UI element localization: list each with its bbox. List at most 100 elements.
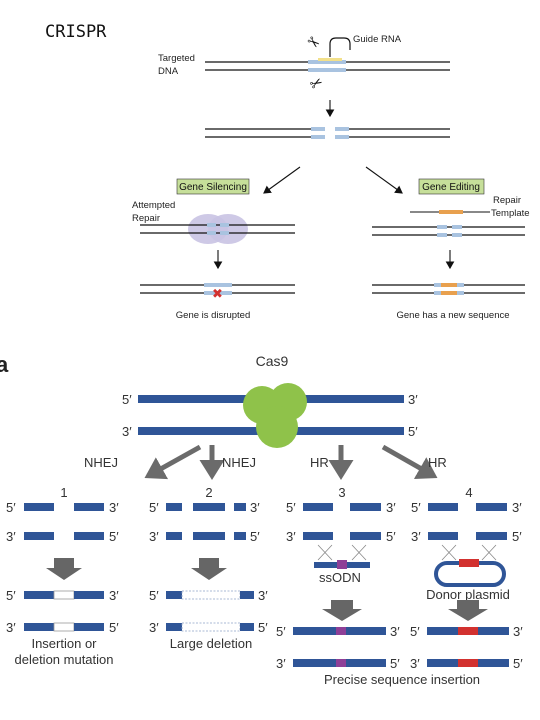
editing-dna — [372, 225, 525, 237]
gene-new-sequence-label: Gene has a new sequence — [396, 310, 509, 321]
three-prime-label: 3′ — [512, 500, 522, 515]
svg-text:✖: ✖ — [212, 287, 223, 302]
plasmid-crossover — [441, 544, 497, 561]
scissors-icon: ✂ — [303, 32, 324, 54]
pathway-arrow-1 — [144, 444, 202, 480]
three-prime-label: 3′ — [122, 424, 132, 439]
column-3-cut-dna: 5′ 3′ 3′ 5′ — [286, 500, 396, 544]
three-prime-label: 3′ — [408, 392, 418, 407]
five-prime-label: 5′ — [408, 424, 418, 439]
three-prime-label: 3′ — [109, 500, 119, 515]
insertion-deletion-line1: Insertion or — [31, 636, 97, 651]
three-prime-label: 3′ — [411, 529, 421, 544]
svg-text:✂: ✂ — [306, 72, 326, 94]
pathway-label-1: NHEJ — [84, 455, 118, 470]
five-prime-label: 5′ — [258, 620, 268, 635]
five-prime-label: 5′ — [109, 529, 119, 544]
column-2-cut-dna: 5′ 3′ 3′ 5′ — [149, 500, 260, 544]
down-arrow — [448, 600, 488, 621]
five-prime-label: 5′ — [512, 529, 522, 544]
three-prime-label: 3′ — [286, 529, 296, 544]
pathway-arrow-4 — [381, 444, 438, 479]
gene-editing-label: Gene Editing — [422, 182, 480, 193]
pathway-label-2: NHEJ — [222, 455, 256, 470]
edited-dna — [372, 283, 525, 295]
column-4-repaired-dna: 5′ 3′ 3′ 5′ — [410, 624, 523, 671]
cas9-label: Cas9 — [256, 353, 289, 369]
targeted-dna-label-line2: DNA — [158, 66, 179, 77]
five-prime-label: 5′ — [286, 500, 296, 515]
pathway-label-4: HR — [428, 455, 447, 470]
repair-template-line1: Repair — [493, 195, 521, 206]
three-prime-label: 3′ — [276, 656, 286, 671]
five-prime-label: 5′ — [390, 656, 400, 671]
panel-letter: a — [0, 352, 9, 377]
repair-template-strand — [410, 210, 490, 214]
three-prime-label: 3′ — [250, 500, 260, 515]
five-prime-label: 5′ — [411, 500, 421, 515]
column-number-2: 2 — [205, 485, 212, 500]
bottom-panel: a Cas9 5′ 3′ 3′ 5′ NHEJ NHEJ HR HR 1 2 3… — [0, 352, 523, 687]
five-prime-label: 5′ — [149, 588, 159, 603]
three-prime-label: 3′ — [149, 529, 159, 544]
five-prime-label: 5′ — [513, 656, 523, 671]
guide-rna-label: Guide RNA — [353, 34, 402, 45]
three-prime-label: 3′ — [386, 500, 396, 515]
arrow-to-silencing — [263, 166, 301, 194]
ssodn-label: ssODN — [319, 570, 361, 585]
top-panel: CRISPR Targeted DNA Guide RNA ✂ ✂ — [45, 22, 530, 321]
disrupted-dna: ✖ — [140, 283, 295, 302]
insertion-deletion-line2: deletion mutation — [14, 652, 113, 667]
three-prime-label: 3′ — [149, 620, 159, 635]
three-prime-label: 3′ — [390, 624, 400, 639]
five-prime-label: 5′ — [276, 624, 286, 639]
repair-complex-cloud — [188, 214, 248, 244]
attempted-repair-line2: Repair — [132, 213, 160, 224]
five-prime-label: 5′ — [250, 529, 260, 544]
five-prime-label: 5′ — [410, 624, 420, 639]
cut-dna — [205, 127, 450, 139]
three-prime-label: 3′ — [6, 529, 16, 544]
precise-insertion-label: Precise sequence insertion — [324, 672, 480, 687]
gene-editing-box — [418, 178, 485, 195]
donor-plasmid — [434, 559, 506, 587]
pathway-label-3: HR — [310, 455, 329, 470]
repair-template-line2: Template — [491, 208, 530, 219]
column-number-3: 3 — [338, 485, 345, 500]
down-arrow — [46, 558, 82, 580]
column-number-4: 4 — [465, 485, 472, 500]
guide-rna-hairpin — [329, 37, 351, 57]
five-prime-label: 5′ — [6, 500, 16, 515]
silencing-dna — [140, 223, 295, 235]
column-number-1: 1 — [60, 485, 67, 500]
ssodn-crossover — [317, 544, 367, 561]
five-prime-label: 5′ — [109, 620, 119, 635]
crispr-title: CRISPR — [45, 22, 107, 42]
cas9-protein — [243, 383, 307, 448]
five-prime-label: 5′ — [122, 392, 132, 407]
three-prime-label: 3′ — [109, 588, 119, 603]
down-arrow — [191, 558, 227, 580]
gene-disrupted-label: Gene is disrupted — [176, 310, 250, 321]
arrow-to-editing — [365, 166, 403, 194]
three-prime-label: 3′ — [410, 656, 420, 671]
gene-silencing-box — [176, 178, 250, 195]
three-prime-label: 3′ — [258, 588, 268, 603]
targeted-dna-label-line1: Targeted — [158, 53, 195, 64]
scissors-icon: ✂ — [306, 72, 326, 94]
column-1-cut-dna: 5′ 3′ 3′ 5′ — [6, 500, 119, 544]
three-prime-label: 3′ — [6, 620, 16, 635]
column-3-repaired-dna: 5′ 3′ 3′ 5′ — [276, 624, 400, 671]
down-arrow — [322, 600, 362, 621]
column-4-cut-dna: 5′ 3′ 3′ 5′ — [411, 500, 522, 544]
svg-text:✂: ✂ — [303, 32, 324, 54]
column-1-repaired-dna: 5′ 3′ 3′ 5′ — [6, 588, 119, 635]
column-2-repaired-dna: 5′ 3′ 3′ 5′ — [149, 588, 268, 635]
large-deletion-label: Large deletion — [170, 636, 252, 651]
attempted-repair-line1: Attempted — [132, 200, 175, 211]
ssodn-strand — [314, 560, 370, 569]
targeted-dna — [205, 58, 450, 72]
five-prime-label: 5′ — [386, 529, 396, 544]
three-prime-label: 3′ — [513, 624, 523, 639]
